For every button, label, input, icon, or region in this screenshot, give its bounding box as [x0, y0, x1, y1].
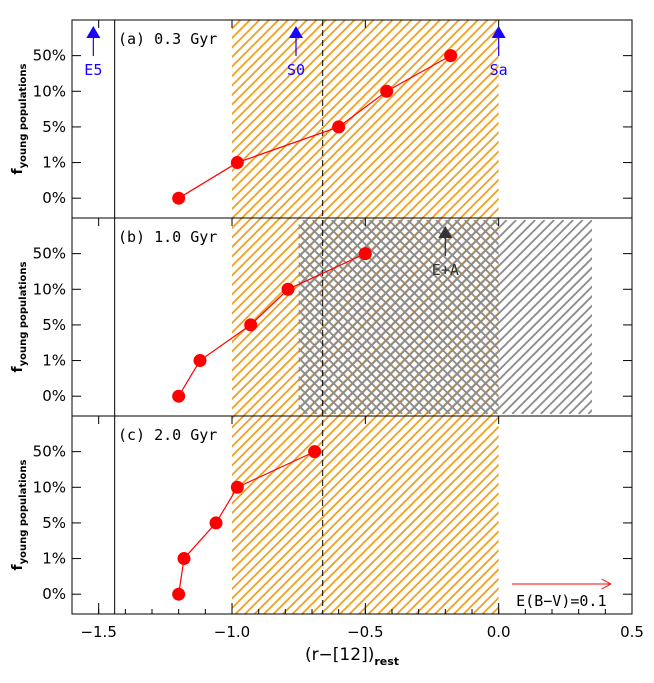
y-axis-label-subscript: young populations	[18, 459, 29, 564]
y-axis-label-main: f	[10, 564, 26, 571]
y-tick-label: 1%	[42, 550, 66, 568]
data-point	[230, 156, 244, 170]
y-tick-label: 5%	[42, 118, 66, 136]
x-tick-label: −1.5	[80, 623, 116, 641]
annotation-arrow-head	[491, 26, 506, 38]
data-point	[332, 120, 346, 134]
x-axis-label: (r−[12])rest	[305, 645, 399, 668]
y-axis-label: fyoung populations	[10, 63, 29, 174]
data-series	[172, 49, 458, 601]
annotation-arrow-head	[438, 226, 453, 238]
x-tick-label: −1.0	[214, 623, 250, 641]
y-tick-label: 0%	[42, 189, 66, 207]
y-tick-label: 10%	[33, 82, 66, 100]
data-point	[308, 445, 322, 459]
annotation-label: Sa	[490, 61, 508, 79]
data-point	[172, 587, 186, 601]
data-point	[209, 516, 223, 530]
y-axis-label-subscript: young populations	[18, 63, 29, 168]
y-tick-label: 1%	[42, 154, 66, 172]
y-tick-label: 10%	[33, 280, 66, 298]
data-point	[172, 389, 186, 403]
reference-lines	[114, 20, 324, 614]
panel-label: (a) 0.3 Gyr	[118, 30, 217, 48]
x-tick-label: 0.5	[620, 623, 644, 641]
y-axis-label: fyoung populations	[10, 261, 29, 372]
annotation-label: S0	[287, 61, 305, 79]
y-tick-label: 50%	[33, 47, 66, 65]
series-line	[178, 451, 315, 595]
reddening-label: E(B−V)=0.1	[516, 592, 606, 610]
x-tick-label: −0.5	[347, 623, 383, 641]
y-axis-label-main: f	[10, 366, 26, 373]
y-axis-label-subscript: young populations	[18, 261, 29, 366]
y-tick-label: 5%	[42, 514, 66, 532]
x-axis-label-subscript: rest	[374, 655, 399, 668]
annotation-label: E+A	[432, 261, 459, 279]
y-tick-label: 5%	[42, 316, 66, 334]
data-point	[380, 84, 394, 98]
data-point	[358, 247, 372, 261]
grey-crosshatch-region	[298, 220, 499, 414]
y-tick-label: 10%	[33, 478, 66, 496]
y-tick-label: 50%	[33, 443, 66, 461]
y-tick-label: 0%	[42, 387, 66, 405]
data-point	[172, 191, 186, 205]
annotation-arrow-head	[86, 26, 101, 38]
x-axis-label-main: (r−[12])	[305, 645, 374, 665]
panel-label: (b) 1.0 Gyr	[118, 228, 217, 246]
orange-hatch-region	[232, 20, 499, 614]
reddening-arrowhead	[601, 578, 612, 590]
data-point	[244, 318, 258, 332]
data-point	[193, 354, 207, 368]
data-point	[230, 480, 244, 494]
x-tick-label: 0.0	[487, 623, 511, 641]
axes-frame	[71, 19, 633, 615]
y-tick-label: 0%	[42, 585, 66, 603]
y-axis-label-main: f	[10, 168, 26, 175]
y-axis-label: fyoung populations	[10, 459, 29, 570]
hatched-regions	[232, 20, 592, 614]
data-point	[444, 49, 458, 63]
y-tick-label: 50%	[33, 245, 66, 263]
annotation-arrow-head	[289, 26, 303, 38]
panel-label: (c) 2.0 Gyr	[118, 426, 217, 444]
annotation-label: E5	[84, 61, 102, 79]
y-tick-label: 1%	[42, 352, 66, 370]
plot-frame	[71, 19, 633, 615]
data-point	[177, 552, 191, 566]
data-point	[281, 282, 295, 296]
